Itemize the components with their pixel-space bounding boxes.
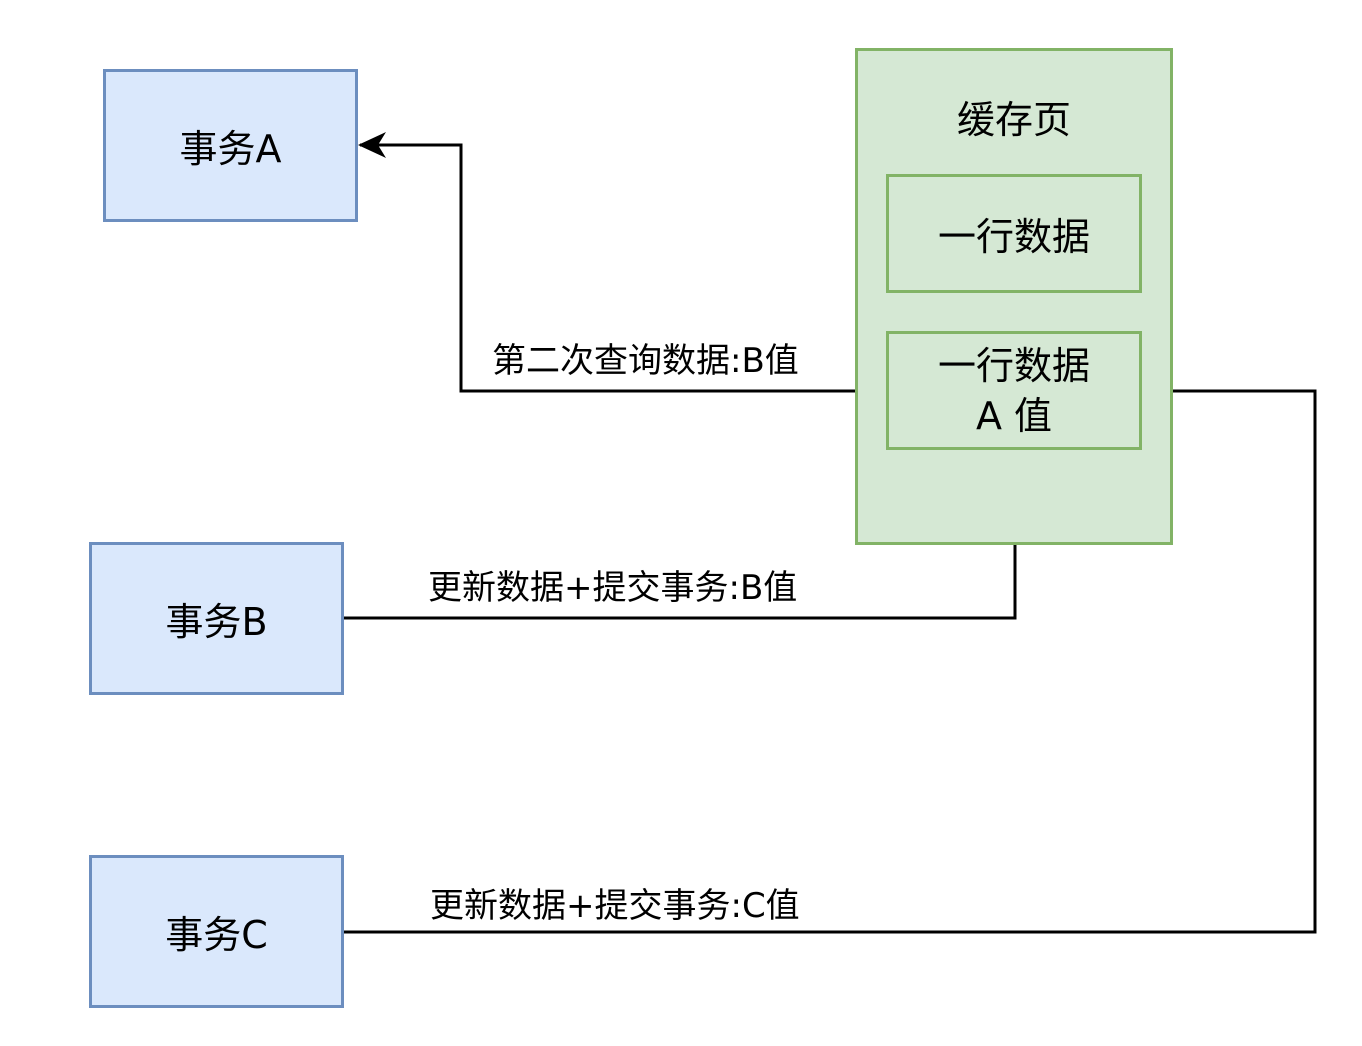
cache-row-2-line2: A 值 xyxy=(975,393,1053,438)
edge-label-query: 第二次查询数据:B值 xyxy=(492,341,799,381)
transaction-a-box[interactable]: 事务A xyxy=(103,69,358,222)
cache-row-1-label: 一行数据 xyxy=(937,215,1090,259)
transaction-b-box[interactable]: 事务B xyxy=(89,542,344,695)
transaction-b-label: 事务B xyxy=(165,600,268,644)
edge-query-to-transaction-a xyxy=(360,143,888,393)
transaction-a-label: 事务A xyxy=(179,127,282,171)
cache-page-title: 缓存页 xyxy=(956,98,1071,142)
transaction-c-label: 事务C xyxy=(165,913,268,957)
cache-page-container[interactable]: 缓存页 xyxy=(855,48,1173,545)
edge-label-update-c: 更新数据+提交事务:C值 xyxy=(430,886,800,926)
edge-label-update-b: 更新数据+提交事务:B值 xyxy=(428,568,798,608)
cache-row-1[interactable]: 一行数据 xyxy=(886,174,1142,293)
edge-transaction-c-to-row xyxy=(344,389,1317,934)
transaction-c-box[interactable]: 事务C xyxy=(89,855,344,1008)
cache-row-2-line1: 一行数据 xyxy=(937,343,1090,388)
arrowhead-transaction-a xyxy=(358,132,386,158)
cache-row-2[interactable]: 一行数据 A 值 xyxy=(886,331,1142,450)
